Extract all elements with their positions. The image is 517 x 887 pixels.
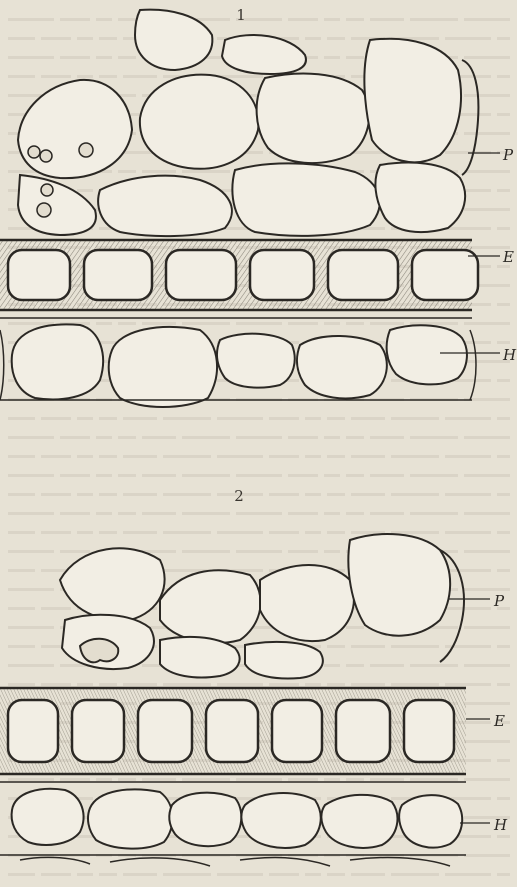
scanned-page: 1 xyxy=(0,0,517,887)
figure-2-leader-lines xyxy=(0,0,517,887)
